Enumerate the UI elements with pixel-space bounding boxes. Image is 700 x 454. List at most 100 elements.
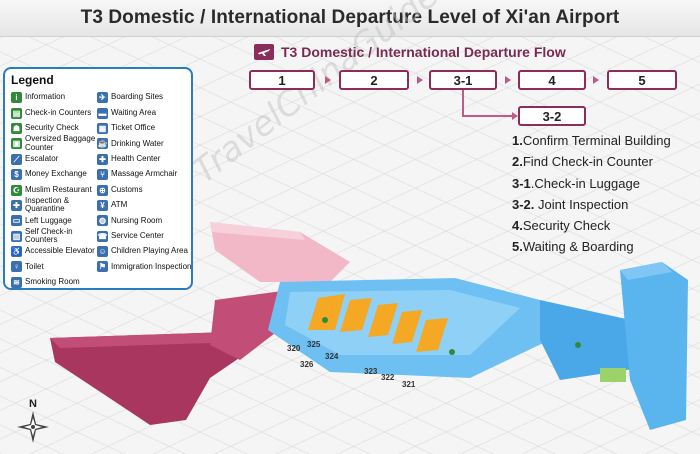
children-playing-icon: ☺ — [97, 246, 108, 258]
title-bar: T3 Domestic / International Departure Le… — [0, 0, 700, 37]
security-icon: ☗ — [11, 122, 22, 134]
legend-item: ☺Children Playing Area — [97, 244, 191, 259]
flow-title: T3 Domestic / International Departure Fl… — [281, 44, 566, 60]
legend-item-label: Waiting Area — [111, 107, 157, 117]
east-connector — [540, 300, 640, 380]
legend-item: ♿Accessible Elevator — [11, 244, 105, 259]
gate-label: 325 — [307, 340, 321, 349]
gate-label: 321 — [402, 380, 416, 389]
legend-item-label: Accessible Elevator — [25, 246, 95, 256]
accessible-elevator-icon: ♿ — [11, 246, 22, 258]
east-pier-top — [620, 262, 672, 280]
page-title: T3 Domestic / International Departure Le… — [80, 7, 620, 28]
legend-item-label: Security Check — [25, 123, 79, 133]
quarantine-icon: ✚ — [11, 199, 22, 211]
arrow-icon — [512, 112, 518, 120]
drinking-water-icon: ☕ — [97, 138, 108, 150]
check-in-counter-a — [308, 294, 345, 330]
legend-item: ▭Left Luggage — [11, 213, 105, 228]
smoking-room-icon: ≋ — [11, 276, 22, 288]
legend-item: ▬Waiting Area — [97, 105, 191, 120]
legend-item: $Money Exchange — [11, 167, 105, 182]
step-description: 3-1.Check-in Luggage — [512, 173, 671, 194]
step-text: Joint Inspection — [534, 196, 629, 212]
step-text: Waiting & Boarding — [522, 239, 634, 255]
branch-connector — [462, 90, 464, 116]
legend-item: ⚑Immigration Inspection — [97, 259, 191, 274]
step-text: .Check-in Luggage — [530, 175, 640, 191]
legend-column-right: ✈Boarding Sites▬Waiting Area▦Ticket Offi… — [97, 90, 191, 275]
legend-item: ▤Check-in Counters — [11, 105, 105, 120]
legend-item-label: Toilet — [25, 261, 44, 271]
legend-item: ⊕Customs — [97, 182, 191, 197]
step-number: 5. — [512, 239, 523, 255]
legend-item: ▣Oversized Baggage Counter — [11, 135, 105, 152]
legend-item-label: Smoking Room — [25, 277, 80, 287]
step-description: 5.Waiting & Boarding — [512, 236, 671, 257]
step-description: 2.Find Check-in Counter — [512, 151, 671, 172]
branch-connector — [462, 115, 514, 117]
step-description: 3-2. Joint Inspection — [512, 194, 671, 215]
step-text: Confirm Terminal Building — [522, 133, 671, 148]
money-exchange-icon: $ — [11, 169, 22, 181]
gate-label: 324 — [325, 352, 339, 361]
arrow-icon — [505, 76, 511, 84]
compass-rose-icon — [17, 411, 49, 443]
waiting-area-icon: ▬ — [97, 107, 108, 119]
muslim-restaurant-icon: ☪ — [11, 184, 22, 196]
arrow-icon — [593, 76, 599, 84]
legend-item-label: Money Exchange — [25, 169, 87, 179]
legend-item: ✚Inspection & Quarantine — [11, 195, 105, 214]
east-service-area — [600, 368, 626, 382]
legend-item-label: Information — [25, 92, 66, 102]
gate-marker — [322, 317, 328, 323]
legend-item-label: Children Playing Area — [111, 246, 188, 256]
escalator-icon: ⟋ — [11, 153, 22, 165]
flow-header: T3 Domestic / International Departure Fl… — [254, 42, 566, 62]
legend-item-label: Boarding Sites — [111, 92, 164, 102]
self-check-in-icon: ▥ — [11, 230, 22, 242]
legend-item: ☪Muslim Restaurant — [11, 182, 105, 197]
legend-item-label: Escalator — [25, 154, 59, 163]
massage-armchair-icon: ⑂ — [97, 169, 108, 181]
legend-item: ☗Security Check — [11, 121, 105, 136]
gate-marker — [575, 342, 581, 348]
legend-item-label: Immigration Inspection — [111, 261, 192, 271]
flow-step-3-1: 3-1 — [429, 70, 497, 90]
flow-step-5: 5 — [607, 70, 677, 90]
gate-label: 323 — [364, 367, 378, 376]
immigration-icon: ⚑ — [97, 261, 108, 273]
check-in-counter-e — [416, 318, 448, 352]
customs-icon: ⊕ — [97, 184, 108, 196]
legend-item: ▦Ticket Office — [97, 121, 191, 136]
compass-north-label: N — [29, 398, 37, 410]
legend-item-label: Drinking Water — [111, 138, 164, 148]
step-description: 4.Security Check — [512, 215, 671, 236]
step-number: 2. — [512, 154, 523, 170]
legend-item: ⟋Escalator — [11, 152, 105, 167]
legend-item: ☕Drinking Water — [97, 136, 191, 151]
service-center-icon: ☎ — [97, 230, 108, 242]
check-in-icon: ▤ — [11, 107, 22, 119]
flow-step-3-2: 3-2 — [518, 106, 586, 126]
ticket-office-icon: ▦ — [97, 122, 108, 134]
boarding-sites-icon: ✈ — [97, 92, 108, 104]
check-in-counter-c — [368, 303, 398, 337]
legend-item: ✈Boarding Sites — [97, 90, 191, 105]
legend-title: Legend — [11, 73, 54, 87]
legend-item-label: Massage Armchair — [111, 169, 178, 179]
left-luggage-icon: ▭ — [11, 215, 22, 227]
legend-item-label: Left Luggage — [25, 215, 72, 225]
legend-item-label: Inspection & Quarantine — [25, 195, 70, 214]
legend-item-label: Health Center — [111, 154, 161, 163]
flow-step-4: 4 — [518, 70, 586, 90]
legend-item-label: Nursing Room — [111, 215, 163, 225]
toilet-icon: ♀ — [11, 261, 22, 273]
plane-icon — [254, 44, 274, 60]
legend-item: ◍Nursing Room — [97, 213, 191, 228]
legend-item: ¥ATM — [97, 198, 191, 213]
legend-item-label: Self Check-in Counters — [25, 226, 73, 245]
legend-item-label: Check-in Counters — [25, 107, 92, 117]
